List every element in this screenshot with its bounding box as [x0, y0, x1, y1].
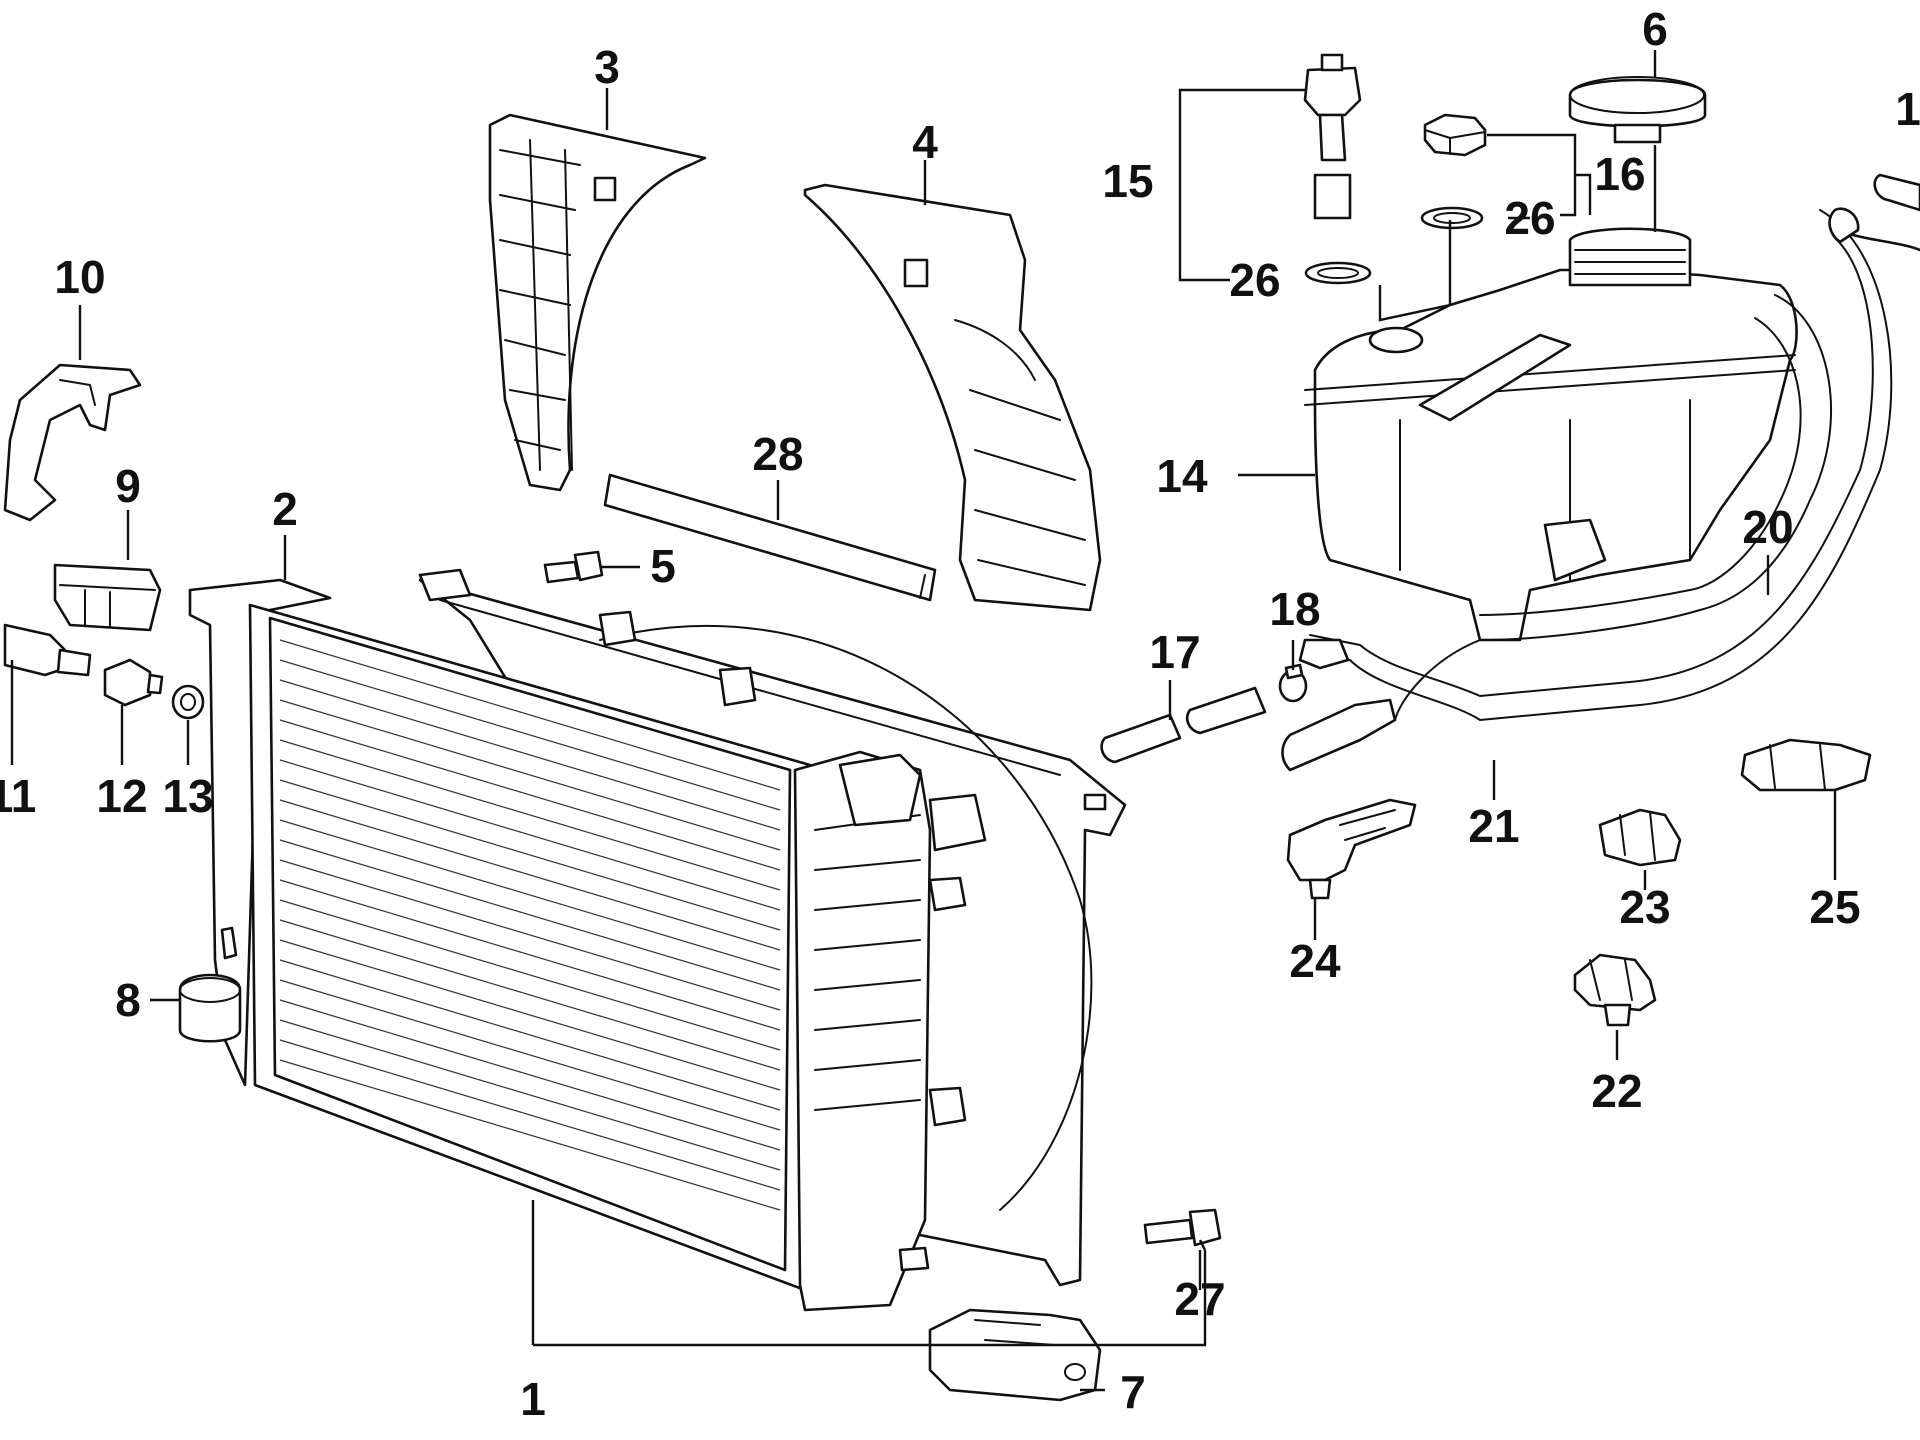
gasket-26-left — [1304, 261, 1372, 285]
bolt-small — [543, 550, 604, 584]
callout-1: 1 — [520, 1373, 546, 1425]
hose-17 — [1100, 686, 1267, 764]
expansion-tank-cap — [1568, 76, 1707, 144]
callout-3: 3 — [594, 41, 620, 93]
callout-24: 24 — [1289, 935, 1341, 987]
washer-13 — [171, 684, 205, 720]
callout-20: 20 — [1742, 501, 1793, 553]
callout-6: 6 — [1642, 3, 1668, 55]
mounting-bracket — [3, 363, 142, 522]
callout-11: 11 — [0, 770, 36, 822]
callout-21: 21 — [1468, 800, 1519, 852]
callout-18: 18 — [1269, 583, 1320, 635]
callout-labels: 1 2 3 4 5 6 7 8 9 10 11 12 13 14 15 16 1… — [0, 3, 1920, 1425]
leader-lines — [10, 50, 1837, 1392]
callout-7: 7 — [1120, 1366, 1146, 1418]
rubber-mount — [178, 973, 242, 1043]
callout-10: 10 — [54, 251, 105, 303]
seal-strip — [603, 473, 937, 602]
clip-24 — [1286, 798, 1417, 900]
expansion-tank — [1304, 227, 1798, 642]
callout-14: 14 — [1156, 450, 1208, 502]
callout-15: 15 — [1102, 155, 1153, 207]
gasket-26-right — [1420, 206, 1484, 230]
shroud-segment-left — [488, 113, 707, 492]
clip-22 — [1573, 953, 1657, 1027]
callout-26-left: 26 — [1229, 254, 1280, 306]
hose-20 — [1304, 207, 1893, 721]
callout-5: 5 — [650, 540, 676, 592]
callout-9: 9 — [115, 460, 141, 512]
callout-19: 1 — [1895, 83, 1920, 135]
callout-8: 8 — [115, 974, 141, 1026]
callout-16: 16 — [1594, 148, 1645, 200]
callout-28: 28 — [752, 428, 803, 480]
clip-block — [53, 563, 162, 632]
lower-mount-bracket — [928, 1308, 1102, 1402]
clip-23 — [1598, 808, 1682, 867]
hose-21 — [1281, 294, 1833, 772]
callout-17: 17 — [1149, 626, 1200, 678]
shroud-segment-right — [803, 183, 1102, 612]
callout-13: 13 — [162, 770, 213, 822]
plug-screw — [103, 658, 164, 707]
callout-26-right: 26 — [1504, 192, 1555, 244]
callout-23: 23 — [1619, 881, 1670, 933]
callout-12: 12 — [96, 770, 147, 822]
clip-25 — [1740, 738, 1872, 792]
callout-22: 22 — [1591, 1065, 1642, 1117]
radiator — [188, 568, 987, 1312]
callout-2: 2 — [272, 483, 298, 535]
hex-nut — [1423, 113, 1487, 157]
hose-clamp — [1278, 663, 1308, 703]
radiator-fins — [279, 639, 781, 1211]
level-sensor — [1303, 53, 1362, 220]
bolt-27 — [1143, 1208, 1222, 1247]
callout-25: 25 — [1809, 881, 1860, 933]
callout-27: 27 — [1174, 1273, 1225, 1325]
callout-4: 4 — [912, 116, 938, 168]
temperature-switch — [3, 623, 92, 677]
